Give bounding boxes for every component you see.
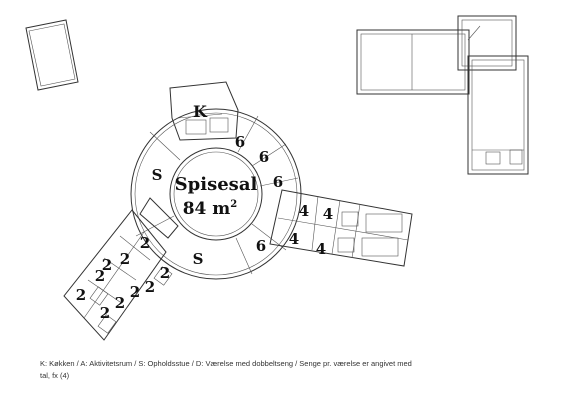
plan-caption: K: Køkken / A: Aktivitetsrum / S: Ophold… xyxy=(40,358,460,382)
room-2-label: 2 xyxy=(130,283,140,301)
room-6-label: 6 xyxy=(256,237,266,255)
southwest-wing xyxy=(63,197,179,341)
room-2-label: 2 xyxy=(102,256,112,274)
room-6-label: 6 xyxy=(235,133,245,151)
detached-building-right xyxy=(356,15,529,175)
room-2-label: 2 xyxy=(115,294,125,312)
kitchen-wing xyxy=(169,81,239,141)
room-6-label: 6 xyxy=(259,148,269,166)
room-4-label: 4 xyxy=(316,240,326,258)
room-2-label: 2 xyxy=(145,278,155,296)
lounge-label-south: S xyxy=(193,250,204,268)
detached-building-left xyxy=(25,19,79,91)
caption-line-2: tal, fx (4) xyxy=(40,371,70,380)
room-4-label: 4 xyxy=(299,202,309,220)
room-6-label: 6 xyxy=(273,173,283,191)
dining-hall-area: 84 m2 xyxy=(183,199,238,219)
lounge-label-north: S xyxy=(152,166,163,184)
circular-building xyxy=(130,108,302,280)
room-2-label: 2 xyxy=(120,250,130,268)
dining-hall-label: Spisesal xyxy=(175,174,258,195)
room-4-label: 4 xyxy=(289,230,299,248)
east-wing xyxy=(269,189,413,267)
room-2-label: 2 xyxy=(76,286,86,304)
room-2-label: 2 xyxy=(160,264,170,282)
room-2-label: 2 xyxy=(100,304,110,322)
room-2-label: 2 xyxy=(95,267,105,285)
caption-line-1: K: Køkken / A: Aktivitetsrum / S: Ophold… xyxy=(40,359,412,368)
room-4-label: 4 xyxy=(323,205,333,223)
kitchen-label: K xyxy=(193,102,208,121)
room-2-label: 2 xyxy=(140,234,150,252)
